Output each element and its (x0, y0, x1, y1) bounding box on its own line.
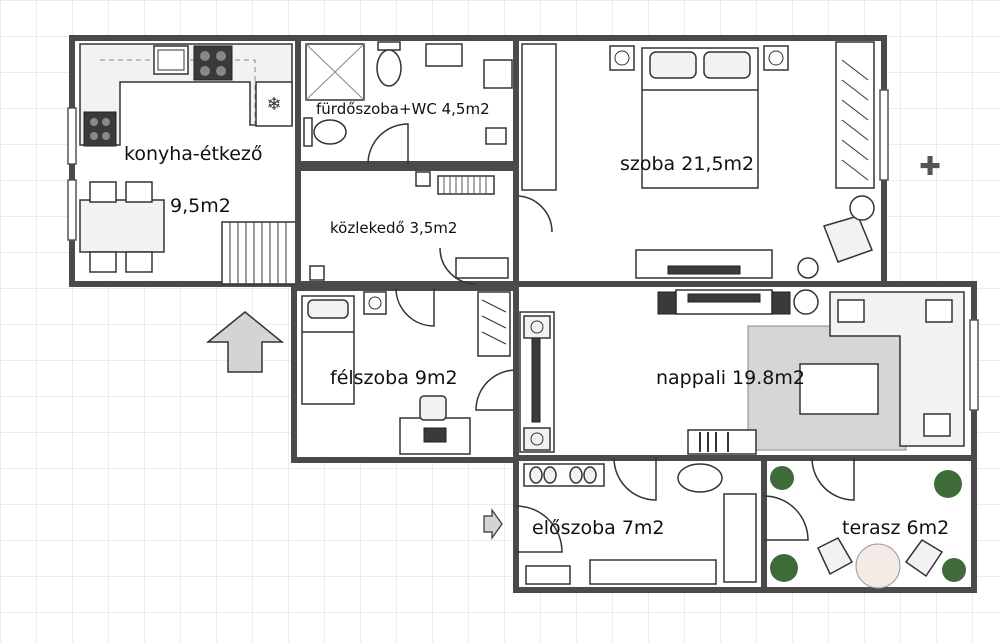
half-room-label: félszoba 9m2 (330, 367, 458, 389)
bench (589, 559, 717, 585)
half-room-door-2 (475, 369, 517, 411)
living-window (969, 319, 979, 411)
kitchen-window-2 (67, 179, 77, 241)
mirror-cabinet (723, 493, 757, 583)
armchair (823, 215, 873, 263)
entrance-inner-door (613, 457, 657, 501)
bookshelf (687, 429, 757, 455)
chair (89, 181, 117, 203)
kitchen-window (67, 107, 77, 165)
round-table (855, 543, 901, 589)
wc-icon (313, 119, 347, 145)
bathroom-door (367, 123, 409, 165)
bidet-icon (485, 127, 507, 145)
switch-icon (415, 171, 431, 187)
corner-sofa (829, 291, 965, 447)
plus-icon: ✚ (919, 152, 941, 182)
hallway-label: közlekedő 3,5m2 (330, 219, 457, 237)
washbasin-icon (425, 43, 463, 67)
key-holder (525, 565, 571, 585)
terrace-label: terasz 6m2 (842, 517, 949, 539)
living-label: nappali 19.8m2 (656, 367, 805, 389)
kitchen-name-label: konyha-étkező (124, 143, 263, 165)
meter-icon (309, 265, 325, 281)
nightstand (363, 291, 387, 315)
cushion (837, 299, 865, 323)
speaker (771, 291, 791, 315)
shoe-cabinet (455, 257, 509, 279)
stove-icon (193, 45, 233, 81)
terrace-door-2 (811, 457, 855, 501)
cushion (925, 299, 953, 323)
bookshelf (835, 41, 875, 189)
floor-lamp (849, 195, 875, 221)
entrance-label: előszoba 7m2 (532, 517, 665, 539)
dining-table (79, 199, 165, 253)
hallway-room: közlekedő 3,5m2 (295, 165, 553, 287)
bedroom-window (879, 89, 889, 181)
bathroom-label: fürdőszoba+WC 4,5m2 (316, 100, 490, 118)
wardrobe (521, 43, 557, 191)
staircase (221, 221, 297, 285)
arrow-up-icon (205, 311, 285, 373)
chair (125, 181, 153, 203)
hallway-door-2 (439, 247, 477, 285)
living-room: nappali 19.8m2 (513, 281, 979, 461)
tv (531, 337, 541, 423)
kitchen-area-label: 9,5m2 (170, 195, 231, 217)
tv (667, 265, 741, 275)
armchair (817, 537, 854, 576)
sink-icon (153, 45, 189, 75)
bathroom-room: fürdőszoba+WC 4,5m2 (295, 35, 519, 167)
terrace-room: terasz 6m2 (761, 455, 977, 593)
floor-lamp (793, 289, 819, 315)
bedroom-label: szoba 21,5m2 (620, 153, 754, 175)
laptop-icon (423, 427, 447, 443)
armchair (904, 539, 944, 578)
arrow-right-icon (483, 508, 503, 540)
toilet-icon (376, 49, 402, 87)
speaker (657, 291, 677, 315)
office-chair (419, 395, 447, 421)
snowflake-icon: ❄ (266, 94, 281, 115)
half-room: félszoba 9m2 (291, 285, 519, 463)
hallway-door (515, 195, 553, 233)
side-table (797, 257, 819, 279)
cooktop-icon (83, 111, 117, 147)
basin-icon (483, 59, 513, 89)
nightstand (609, 45, 635, 71)
washbasin-icon (677, 463, 723, 493)
nightstand (763, 45, 789, 71)
bedroom-room: szoba 21,5m2 ✚ (513, 35, 941, 287)
entrance-door (515, 505, 563, 553)
chair (89, 251, 117, 273)
shelf (477, 291, 511, 357)
half-room-door (395, 287, 435, 327)
entrance-room: előszoba 7m2 (513, 455, 767, 593)
chair (125, 251, 153, 273)
plant-icon (770, 466, 966, 582)
cushion (923, 413, 951, 437)
coffee-table (799, 363, 879, 415)
fridge (255, 81, 293, 127)
terrace-door (763, 495, 809, 541)
shoe-rack (523, 463, 605, 487)
